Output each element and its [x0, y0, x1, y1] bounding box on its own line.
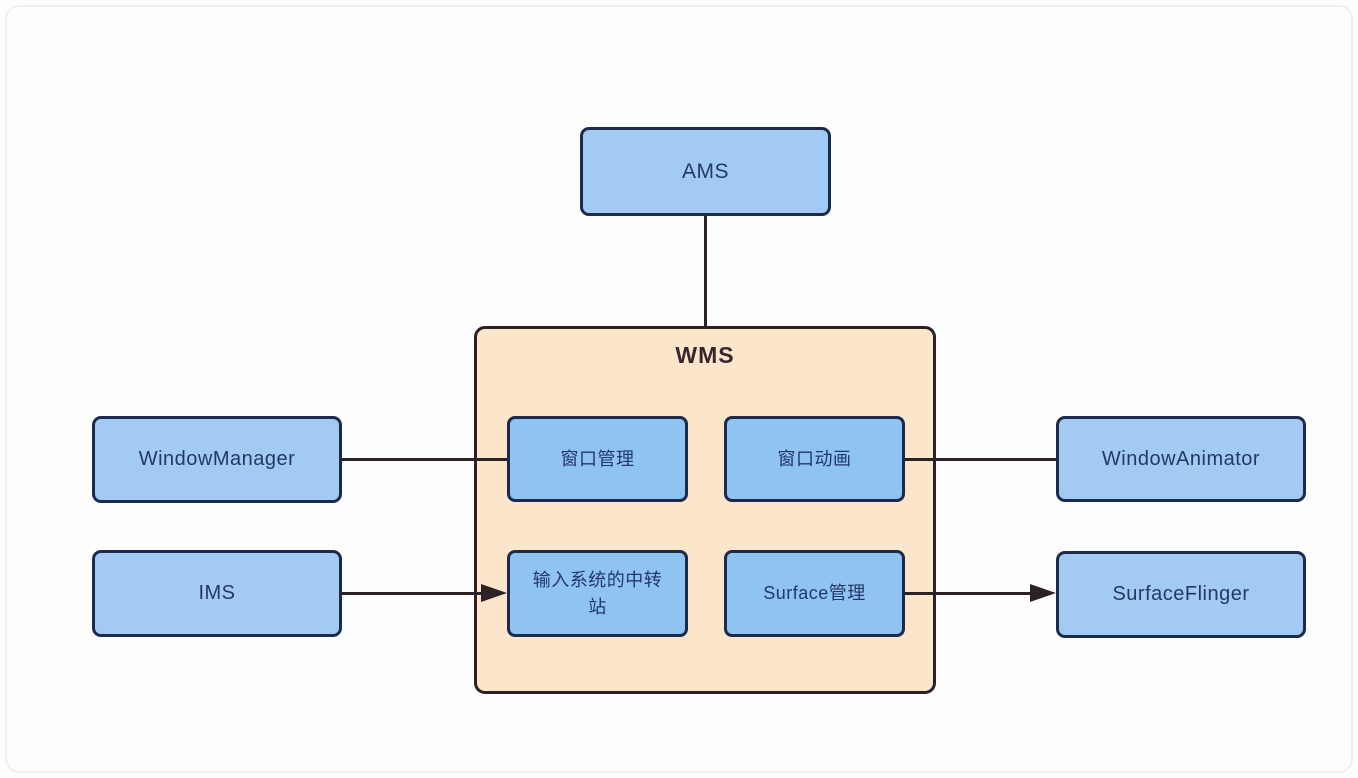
node-surfaceflinger: SurfaceFlinger — [1056, 551, 1306, 638]
node-ims: IMS — [92, 550, 342, 637]
node-windowanimator: WindowAnimator — [1056, 416, 1306, 502]
node-surfaceflinger-label: SurfaceFlinger — [1112, 583, 1250, 605]
edge-ims-to-input-relay — [342, 592, 483, 595]
node-ams-label: AMS — [681, 159, 729, 183]
node-window-animation-label: 窗口动画 — [777, 448, 852, 469]
arrowhead-surface-management-to-surfaceflinger-icon — [1030, 584, 1056, 602]
node-ims-label: IMS — [198, 582, 236, 604]
node-surface-management: Surface管理 — [724, 550, 905, 637]
node-window-management: 窗口管理 — [507, 416, 688, 502]
edge-surface-management-to-surfaceflinger — [905, 592, 1031, 595]
arrowhead-ims-to-input-relay-icon — [481, 584, 507, 602]
wms-container — [474, 326, 936, 694]
node-window-animation: 窗口动画 — [724, 416, 905, 502]
edge-window-animation-to-windowanimator — [905, 458, 1056, 461]
node-windowmanager-label: WindowManager — [138, 448, 296, 470]
node-window-management-label: 窗口管理 — [560, 448, 635, 469]
node-surface-management-label: Surface管理 — [763, 583, 866, 604]
edge-windowmanager-to-window-management — [342, 458, 507, 461]
node-windowanimator-label: WindowAnimator — [1101, 447, 1261, 470]
edge-ams-to-wms — [704, 216, 707, 326]
node-input-relay: 输入系统的中转站 — [507, 550, 688, 637]
node-input-relay-label: 输入系统的中转站 — [532, 570, 663, 617]
node-ams: AMS — [580, 127, 831, 216]
wms-container-title: WMS — [675, 342, 735, 368]
node-windowmanager: WindowManager — [92, 416, 342, 503]
